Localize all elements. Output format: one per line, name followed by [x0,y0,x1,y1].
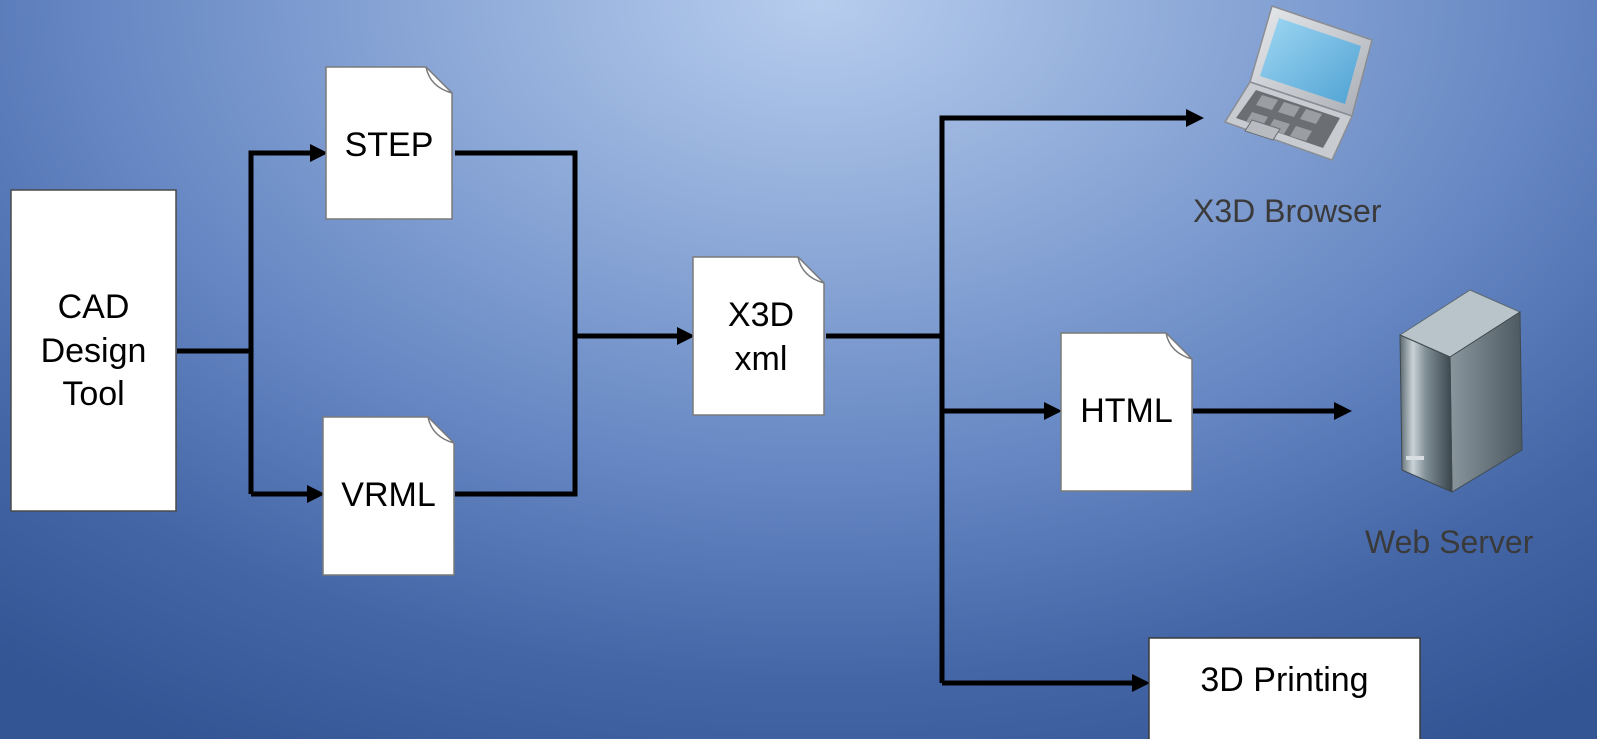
3d-printing-label: 3D Printing [1200,661,1369,699]
x3d-browser-caption: X3D Browser [1193,193,1382,229]
server-icon [1398,289,1523,493]
cad-design-tool-label: CAD Design Tool [40,288,147,414]
html-document [1060,332,1193,492]
html-label: HTML [1080,392,1173,430]
web-server-caption: Web Server [1365,524,1534,560]
arrowheads [307,109,1352,692]
3d-printing-box [1148,637,1421,739]
step-document [325,66,453,220]
connector-lines [177,115,1340,686]
cad-design-tool-box [10,189,177,512]
step-label: STEP [344,126,434,164]
x3d-xml-label: X3D xml [727,296,795,378]
x3d-document [692,256,825,416]
vrml-label: VRML [341,476,436,514]
laptop-icon [1223,5,1373,161]
vrml-document [322,416,455,576]
